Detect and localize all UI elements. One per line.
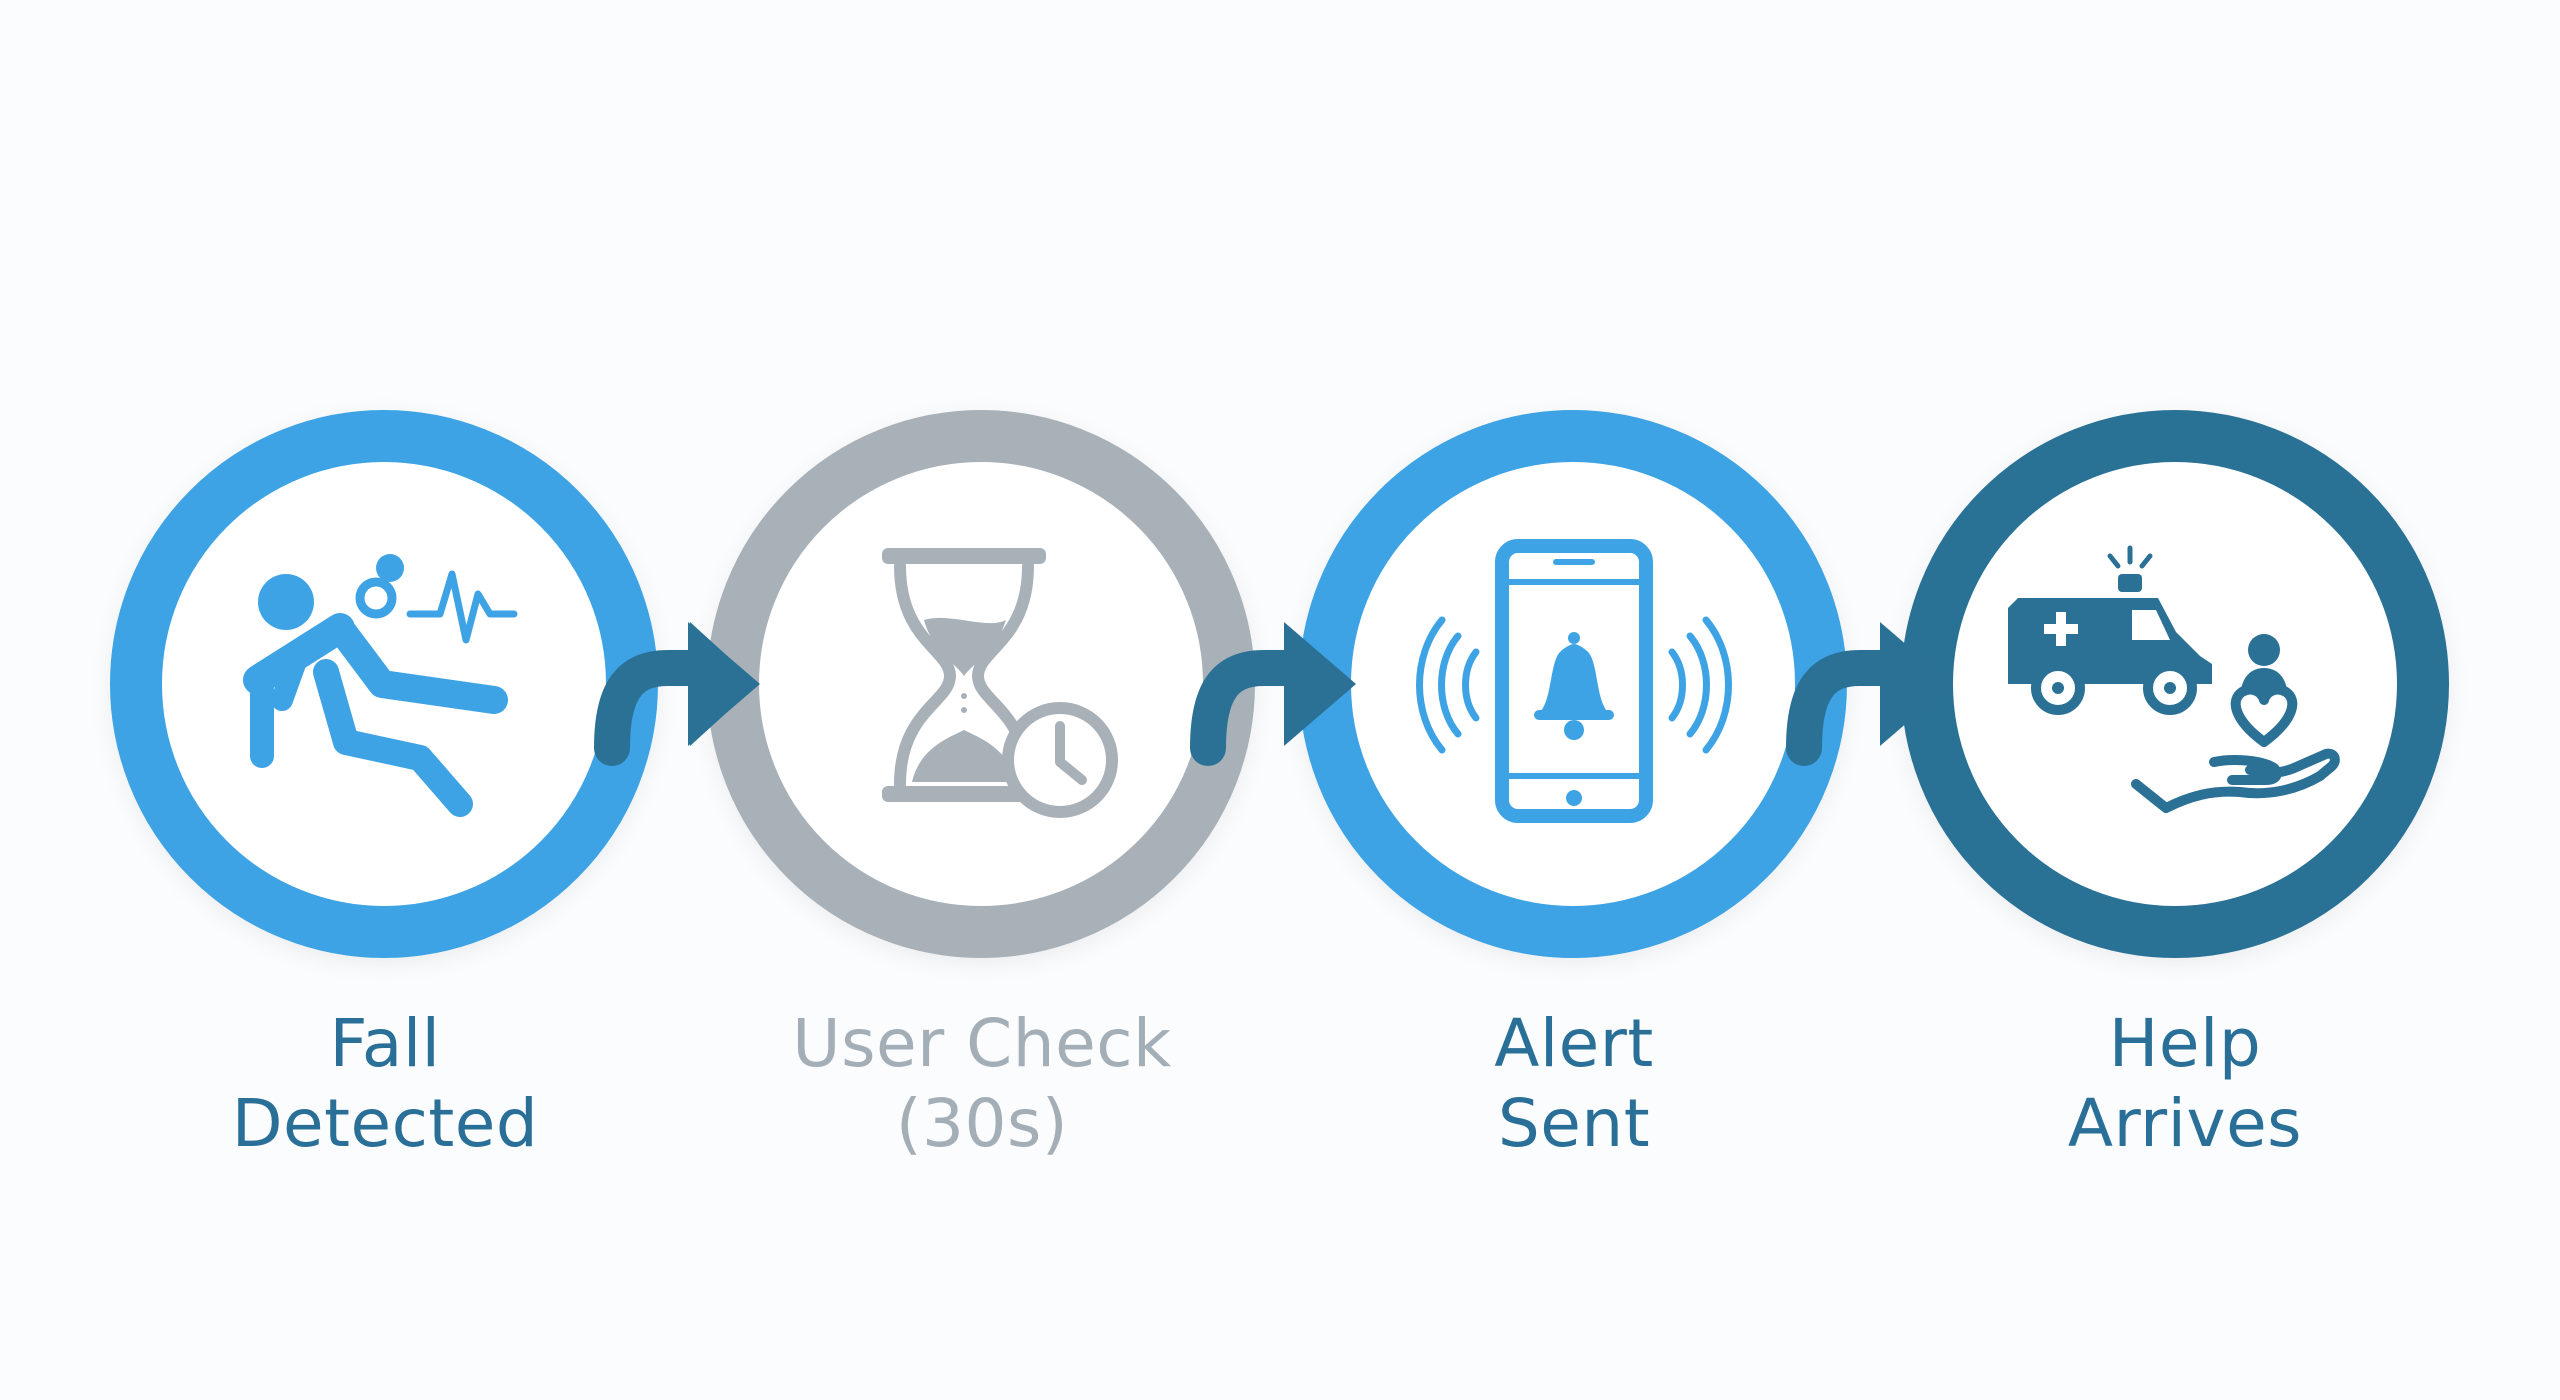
step-1-label-line1: Fall (329, 1005, 441, 1082)
step-3-label-line1: Alert (1494, 1005, 1654, 1082)
step-4-label-line1: Help (2108, 1005, 2262, 1082)
step-2-label: User Check (30s) (702, 1004, 1262, 1164)
step-2-label-line2: (30s) (895, 1085, 1069, 1162)
ambulance-care-icon (2008, 545, 2340, 813)
hourglass-timer-icon (882, 548, 1118, 818)
step-4-label-line2: Arrives (2067, 1085, 2303, 1162)
step-4-label: Help Arrives (1905, 1004, 2465, 1164)
fall-detected-icon (243, 554, 518, 817)
step-1-label-line2: Detected (231, 1085, 539, 1162)
connector-arrow-1 (594, 622, 760, 766)
connector-arrow-2 (1190, 622, 1356, 766)
step-1-label: Fall Detected (105, 1004, 665, 1164)
step-3-label-line2: Sent (1497, 1085, 1651, 1162)
step-3-label: Alert Sent (1294, 1004, 1854, 1164)
connector-arrow-3 (1786, 622, 1952, 766)
phone-alert-icon (1416, 539, 1732, 823)
step-2-label-line1: User Check (792, 1005, 1172, 1082)
